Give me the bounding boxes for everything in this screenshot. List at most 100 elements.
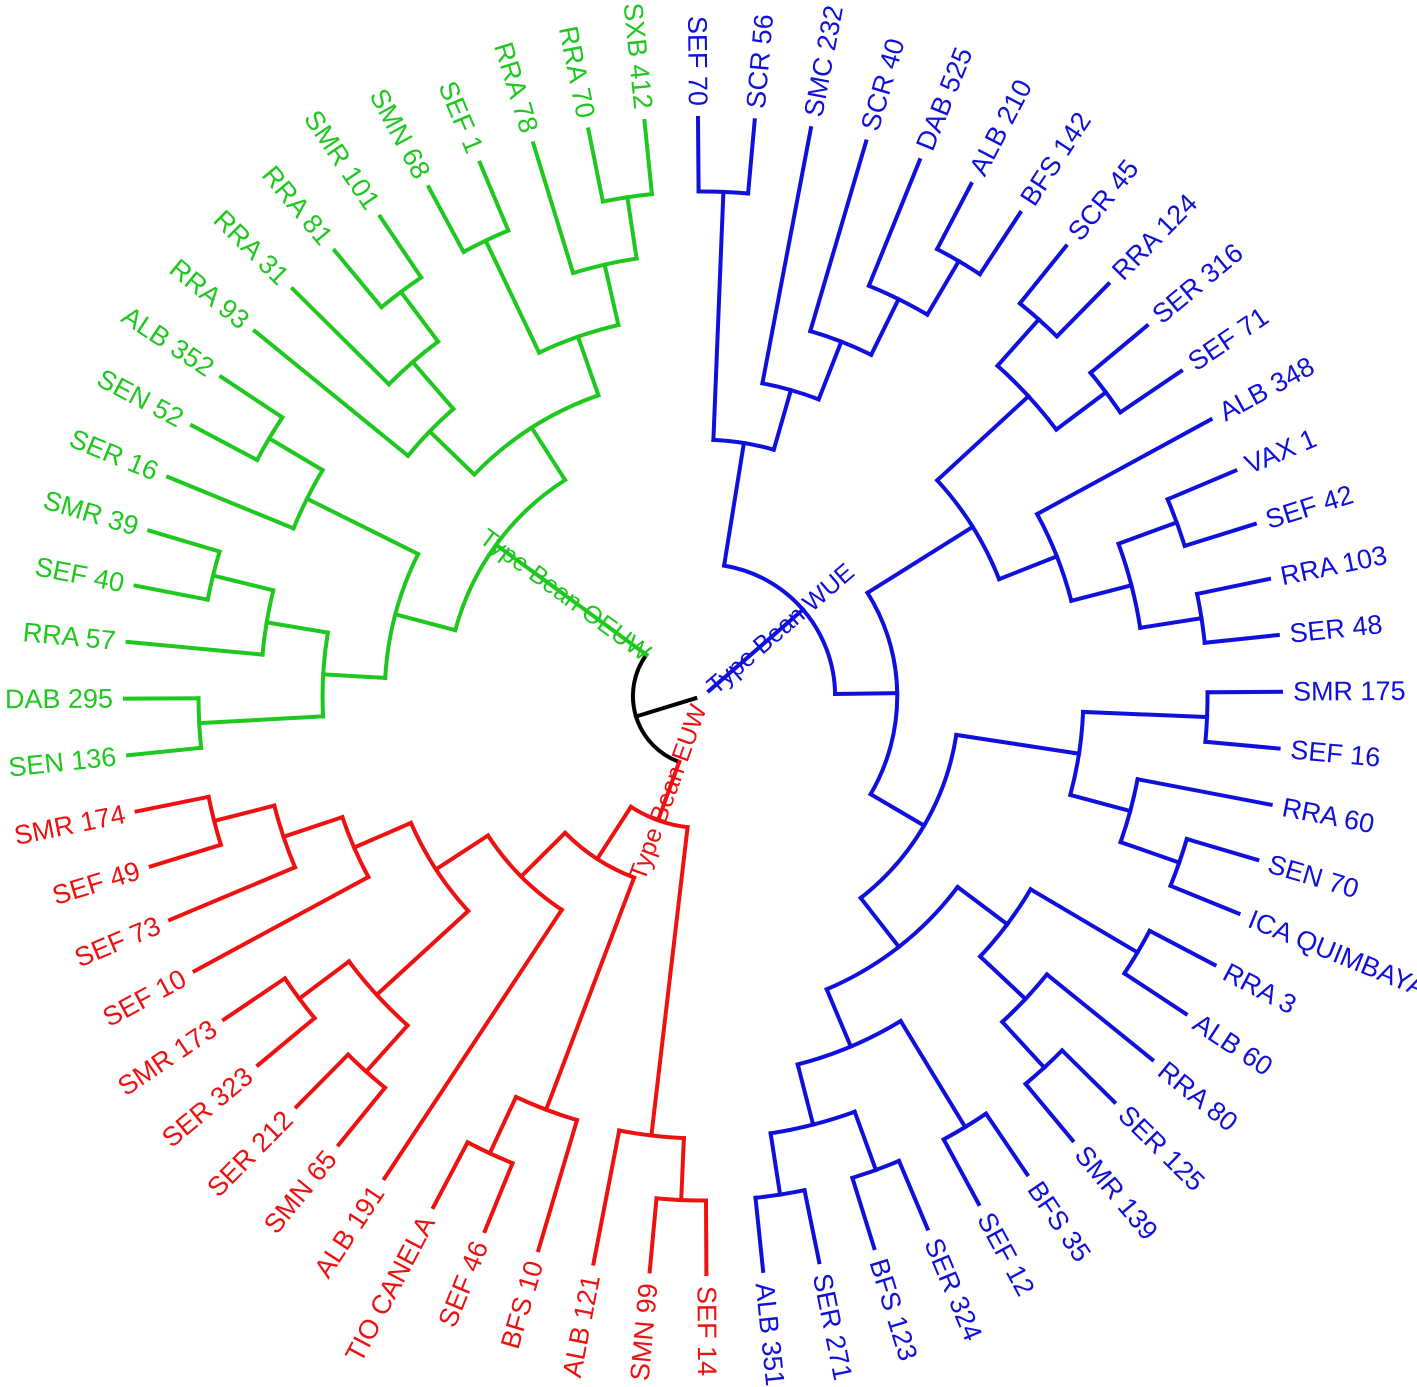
- branch-radial-105: [594, 804, 634, 862]
- branch-radial-121: [363, 1022, 411, 1075]
- branch-arc-36: [1034, 511, 1074, 604]
- leaf-label: SER 16: [65, 423, 162, 486]
- leaf-label: ALB 348: [1214, 351, 1319, 427]
- branch-radial-86: [852, 1109, 879, 1173]
- branch-radial-156: [304, 496, 421, 557]
- leaf-label: SEF 16: [1289, 735, 1381, 773]
- group-label-wue: Type Bean WUE: [702, 558, 860, 700]
- branch-radial-129: [351, 820, 414, 851]
- leaf-label: SEF 46: [432, 1237, 494, 1332]
- branch-arc-108: [513, 1094, 580, 1123]
- branch-arc-111: [464, 1139, 516, 1166]
- dendrogram-branches: [122, 115, 1284, 1277]
- branch-radial-63: [857, 895, 902, 950]
- branch-radial-89: [849, 1175, 877, 1251]
- branch-radial-137: [148, 842, 224, 869]
- branch-radial-187: [642, 118, 655, 197]
- branch-radial-98: [649, 824, 690, 1138]
- branch-radial-62: [1167, 883, 1242, 917]
- branch-radial-42: [1164, 468, 1238, 502]
- branch-radial-139: [493, 542, 650, 658]
- branch-radial-163: [528, 424, 568, 483]
- branch-radial-109: [535, 1117, 580, 1253]
- branch-radial-33: [1087, 322, 1150, 376]
- branch-arc-118: [408, 820, 472, 914]
- leaf-label: SER 316: [1146, 237, 1248, 329]
- branch-radial-46: [1194, 576, 1272, 597]
- branch-arc-79: [795, 1018, 904, 1067]
- branch-radial-50: [954, 732, 1082, 756]
- branch-radial-43: [1182, 521, 1258, 549]
- leaf-label: RRA 93: [164, 253, 255, 335]
- branch-arc-18: [934, 246, 983, 277]
- branch-radial-6: [695, 115, 701, 194]
- branch-radial-123: [335, 1084, 388, 1148]
- branch-arc-51: [1067, 709, 1086, 798]
- branch-radial-180: [477, 160, 511, 234]
- leaf-label: SEF 10: [98, 964, 191, 1033]
- leaf-label: RRA 31: [208, 204, 295, 291]
- branch-radial-161: [189, 422, 260, 463]
- branch-radial-141: [392, 611, 458, 633]
- branch-arc-53: [1203, 690, 1210, 744]
- branch-radial-55: [1203, 739, 1281, 751]
- leaf-label: BFS 10: [495, 1257, 549, 1352]
- branch-arc-106: [562, 829, 637, 881]
- branch-radial-96: [655, 759, 682, 823]
- branch-radial-65: [954, 884, 1011, 928]
- branch-arc-160: [254, 414, 286, 463]
- branch-radial-124: [293, 1051, 351, 1110]
- branch-radial-47: [1202, 632, 1280, 645]
- branch-arc-133: [271, 803, 298, 870]
- leaf-label: SEF 40: [33, 551, 127, 598]
- branch-radial-34: [1117, 368, 1184, 416]
- leaf-label: ALB 121: [557, 1272, 606, 1379]
- branch-radial-30: [1054, 281, 1112, 340]
- leaf-label: SEF 12: [971, 1207, 1040, 1300]
- branch-arc-120: [346, 958, 411, 1029]
- branch-arc-64: [824, 884, 961, 992]
- leaf-label: RRA 78: [488, 39, 544, 137]
- branch-radial-82: [983, 1110, 1030, 1178]
- branch-radial-135: [211, 803, 277, 824]
- leaf-label: SEF 42: [1262, 479, 1357, 534]
- branch-radial-151: [125, 639, 265, 657]
- leaf-label: SEF 70: [682, 16, 713, 106]
- branch-radial-8: [771, 387, 794, 453]
- branch-radial-127: [255, 1015, 318, 1068]
- leaf-label: RRA 57: [22, 617, 117, 656]
- leaf-label: SER 48: [1288, 609, 1384, 649]
- branch-radial-154: [133, 583, 211, 603]
- branch-radial-10: [760, 125, 814, 386]
- leaf-label: RRA 103: [1278, 540, 1390, 591]
- branch-radial-162: [218, 374, 286, 421]
- branch-radial-94: [633, 695, 698, 719]
- branch-radial-117: [433, 832, 491, 873]
- branch-radial-155: [146, 528, 223, 555]
- leaf-label: SMN 99: [625, 1282, 664, 1382]
- leaf-label: SCR 45: [1062, 154, 1145, 246]
- branch-arc-39: [1115, 541, 1143, 631]
- branch-radial-23: [864, 524, 976, 596]
- leaf-label: ALB 191: [308, 1180, 390, 1283]
- leaf-label: RRA 3: [1218, 957, 1301, 1020]
- branch-arc-164: [471, 392, 601, 478]
- leaf-label: SEN 70: [1265, 849, 1363, 904]
- branch-radial-149: [264, 619, 331, 635]
- branch-radial-104: [591, 1128, 622, 1266]
- branch-radial-171: [398, 289, 441, 345]
- branch-radial-74: [999, 1019, 1048, 1071]
- branch-radial-183: [530, 141, 576, 276]
- cluster-labels: Type Bean WUE Type Bean OEUW Type Bean E…: [474, 523, 859, 884]
- leaf-label: DAB 525: [910, 43, 978, 154]
- leaf-label: RRA 60: [1280, 792, 1377, 839]
- branch-arc-157: [290, 467, 326, 532]
- branch-radial-92: [802, 1187, 822, 1265]
- leaf-label: ALB 352: [116, 301, 219, 383]
- branch-radial-175: [575, 334, 601, 398]
- branch-radial-152: [210, 573, 276, 593]
- branch-radial-168: [409, 359, 457, 412]
- branch-radial-93: [753, 1195, 766, 1274]
- group-label-euw: Type Bean EUW: [624, 701, 713, 885]
